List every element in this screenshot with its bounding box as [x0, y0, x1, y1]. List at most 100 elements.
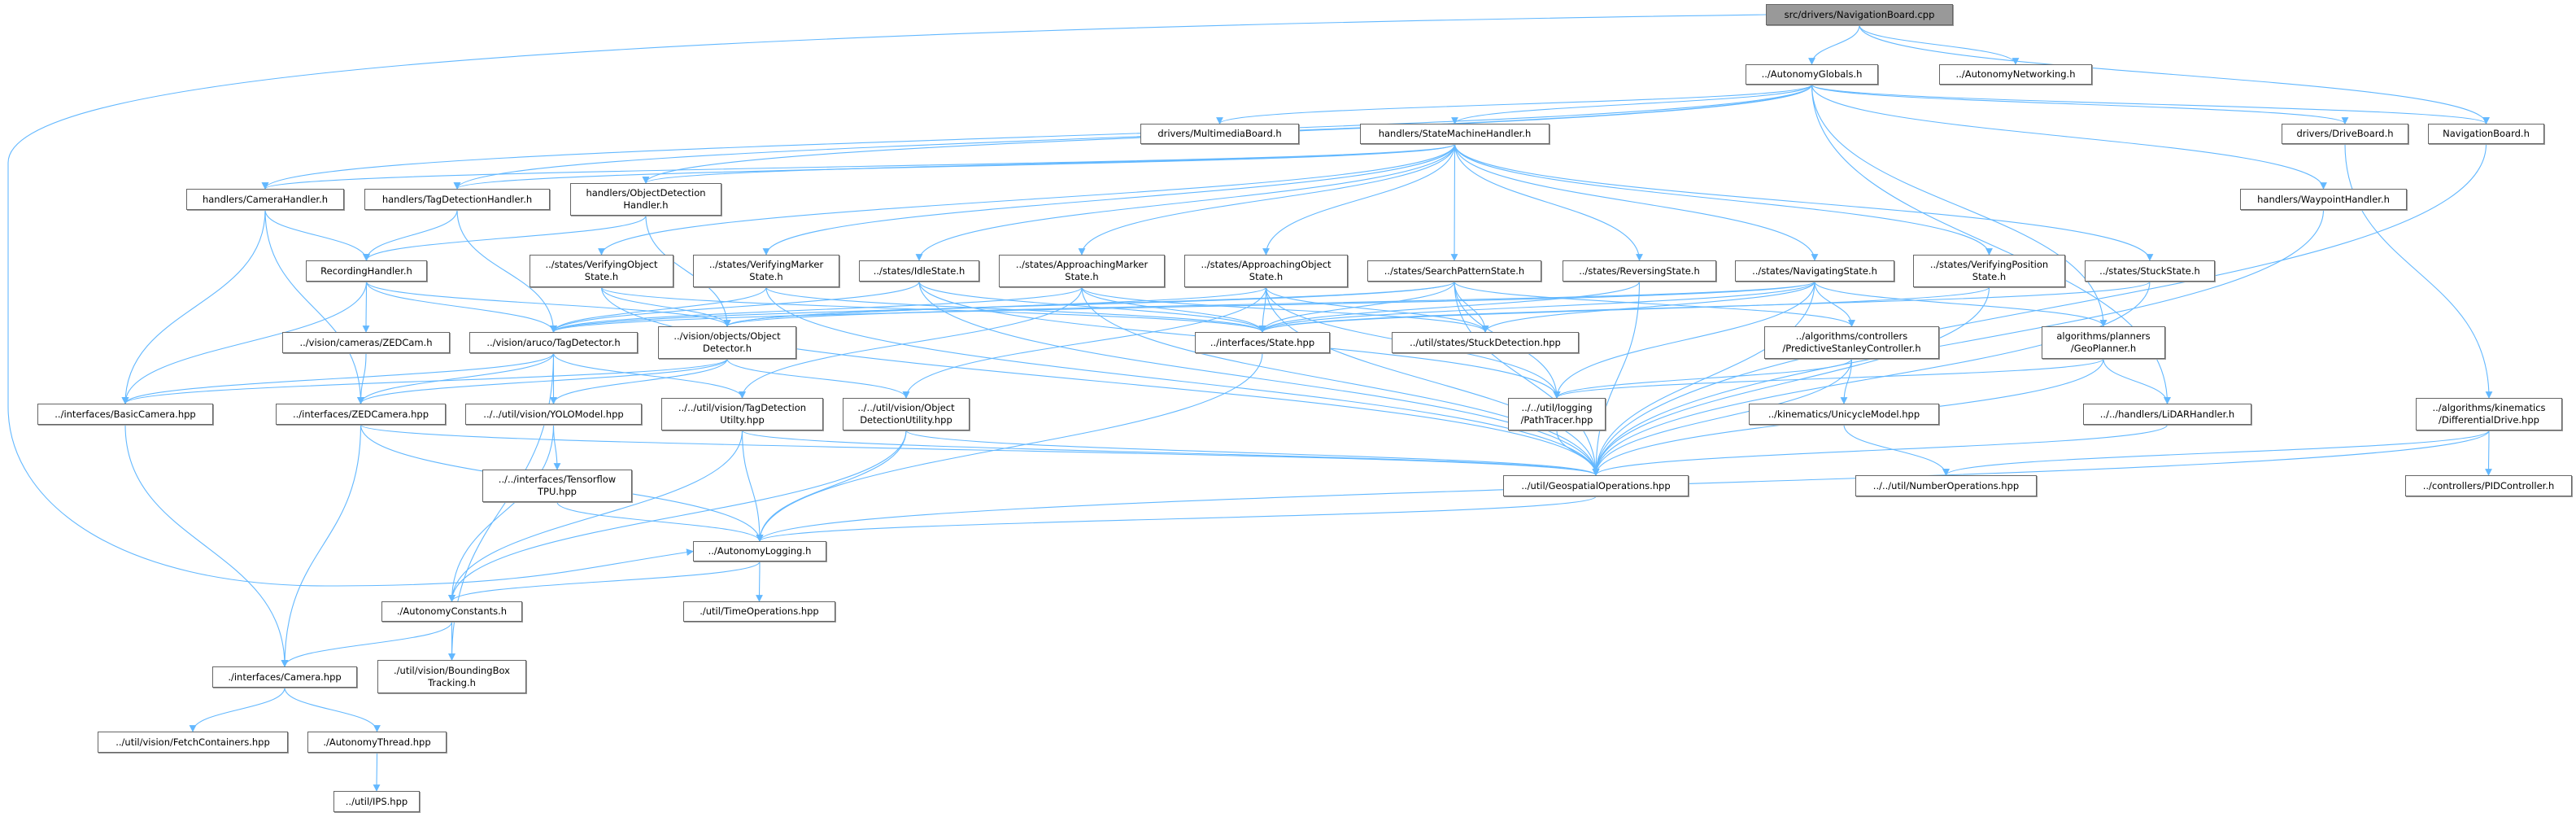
node-idle[interactable]: ../states/IdleState.h: [859, 260, 979, 282]
edge-appmark-to-geospatial: [1081, 286, 1600, 476]
edge-tagdetector-to-tagutil: [552, 352, 746, 399]
node-label: /GeoPlanner.h: [2070, 343, 2137, 354]
node-geospatial[interactable]: ../util/GeospatialOperations.hpp: [1503, 475, 1689, 496]
edge-root-to-navboardh: [1859, 24, 2490, 125]
edge-camhandler-to-zedcamera: [264, 209, 364, 404]
edge-smh-to-search: [1450, 143, 1458, 261]
edge-objdetector-to-yolo: [550, 358, 728, 404]
node-stuckdet[interactable]: ../util/states/StuckDetection.hpp: [1392, 332, 1579, 353]
edge-geoplanner-to-pathtracer: [1553, 358, 2104, 399]
edge-smh-to-vermark: [762, 143, 1456, 256]
edge-objdetector-to-basiccam: [121, 358, 728, 404]
node-waypoint[interactable]: handlers/WaypointHandler.h: [2240, 189, 2407, 210]
node-label: ../../util/NumberOperations.hpp: [1872, 479, 2020, 492]
edge-stanley-to-unicycle: [1840, 358, 1853, 404]
node-label: State.h: [1249, 271, 1284, 282]
node-yolo[interactable]: ../../util/vision/YOLOModel.hpp: [465, 404, 642, 425]
edge-appobj-to-objutil: [902, 286, 1267, 399]
node-recording[interactable]: RecordingHandler.h: [306, 260, 427, 282]
edge-diffdrive-to-numberops: [1942, 430, 2490, 476]
node-camerahpp[interactable]: ./interfaces/Camera.hpp: [212, 666, 357, 688]
node-label: handlers/WaypointHandler.h: [2257, 193, 2390, 205]
node-ips[interactable]: ../util/IPS.hpp: [333, 791, 420, 812]
node-taghandler[interactable]: handlers/TagDetectionHandler.h: [364, 189, 550, 210]
node-constants[interactable]: ./AutonomyConstants.h: [381, 601, 522, 622]
edge-globals-to-waypoint: [1811, 84, 2327, 190]
node-pathtracer[interactable]: ../../util/logging/PathTracer.hpp: [1508, 398, 1606, 430]
node-unicycle[interactable]: ../kinematics/UnicycleModel.hpp: [1749, 404, 1939, 425]
edge-camhandler-to-recording: [264, 209, 370, 261]
node-fetch[interactable]: ../util/vision/FetchContainers.hpp: [98, 732, 288, 753]
node-navigating[interactable]: ../states/NavigatingState.h: [1735, 260, 1894, 282]
node-smh[interactable]: handlers/StateMachineHandler.h: [1360, 124, 1550, 144]
edge-yolo-to-tpu: [552, 424, 561, 470]
node-label: DetectionUtility.hpp: [860, 414, 952, 426]
edge-tagdetector-to-basiccam: [121, 352, 555, 404]
node-zedcamera[interactable]: ../interfaces/ZEDCamera.hpp: [276, 404, 446, 425]
edge-diffdrive-to-pid: [2485, 430, 2492, 476]
edge-objdetector-to-objutil: [726, 358, 910, 399]
edge-logging-to-timeops: [756, 561, 763, 602]
node-timeops[interactable]: ./util/TimeOperations.hpp: [683, 601, 835, 622]
node-label: ../../util/vision/TagDetection: [678, 402, 807, 413]
node-tagdetector[interactable]: ../vision/aruco/TagDetector.h: [469, 332, 638, 353]
edge-globals-to-camhandler: [261, 84, 1813, 190]
node-label: drivers/MultimediaBoard.h: [1157, 128, 1282, 139]
node-label: ../states/ApproachingObject: [1201, 259, 1332, 270]
node-label: ../states/VerifyingPosition: [1929, 259, 2049, 270]
edge-logging-to-constants: [448, 561, 761, 602]
node-diffdrive[interactable]: ../algorithms/kinematics/DifferentialDri…: [2416, 398, 2562, 430]
node-label: ../util/vision/FetchContainers.hpp: [116, 736, 270, 748]
node-search[interactable]: ../states/SearchPatternState.h: [1367, 260, 1541, 282]
edge-zedcam-to-zedcamera: [357, 352, 367, 404]
node-pid[interactable]: ../controllers/PIDController.h: [2405, 475, 2572, 496]
edge-appmark-to-stuckdet: [1081, 286, 1489, 333]
edge-taghandler-to-tagdetector: [456, 209, 557, 333]
edge-camhandler-to-basiccam: [121, 209, 266, 404]
node-stanley[interactable]: ../algorithms/controllers/PredictiveStan…: [1764, 326, 1939, 359]
node-globals[interactable]: ../AutonomyGlobals.h: [1746, 64, 1878, 85]
node-numberops[interactable]: ../../util/NumberOperations.hpp: [1855, 475, 2037, 496]
edge-objdetector-to-zedcamera: [357, 358, 728, 404]
node-label: State.h: [584, 271, 619, 282]
edge-globals-to-multimedia: [1216, 84, 1813, 125]
node-root[interactable]: src/drivers/NavigationBoard.cpp: [1766, 4, 1953, 25]
node-label: ../vision/cameras/ZEDCam.h: [299, 336, 433, 348]
node-multimedia[interactable]: drivers/MultimediaBoard.h: [1140, 124, 1299, 144]
edge-waypoint-to-geospatial: [1592, 209, 2325, 476]
node-camhandler[interactable]: handlers/CameraHandler.h: [186, 189, 344, 210]
node-label: ./AutonomyThread.hpp: [323, 736, 431, 748]
node-label: ../../handlers/LiDARHandler.h: [2099, 408, 2235, 420]
node-logging[interactable]: ../AutonomyLogging.h: [693, 541, 826, 561]
node-lidar[interactable]: ../../handlers/LiDARHandler.h: [2083, 404, 2251, 425]
edge-appmark-to-tagdetector: [550, 286, 1083, 333]
node-geoplanner[interactable]: algorithms/planners/GeoPlanner.h: [2042, 326, 2165, 359]
node-zedcam[interactable]: ../vision/cameras/ZEDCam.h: [282, 332, 450, 353]
edge-objhandler-to-recording: [363, 215, 647, 261]
node-label: Handler.h: [623, 199, 669, 211]
node-navboardh[interactable]: NavigationBoard.h: [2428, 124, 2544, 144]
node-driveboard[interactable]: drivers/DriveBoard.h: [2282, 124, 2408, 144]
node-thread[interactable]: ./AutonomyThread.hpp: [307, 732, 447, 753]
node-stuck[interactable]: ../states/StuckState.h: [2085, 260, 2215, 282]
node-basiccam[interactable]: ../interfaces/BasicCamera.hpp: [37, 404, 213, 425]
node-networking[interactable]: ../AutonomyNetworking.h: [1939, 64, 2092, 85]
node-label: ../interfaces/ZEDCamera.hpp: [292, 408, 429, 420]
node-reversing[interactable]: ../states/ReversingState.h: [1563, 260, 1716, 282]
edge-recording-to-zedcam: [362, 281, 370, 333]
node-statehpp[interactable]: ../interfaces/State.hpp: [1195, 332, 1330, 353]
edge-root-to-networking: [1859, 24, 2020, 65]
node-label: handlers/StateMachineHandler.h: [1378, 128, 1532, 139]
